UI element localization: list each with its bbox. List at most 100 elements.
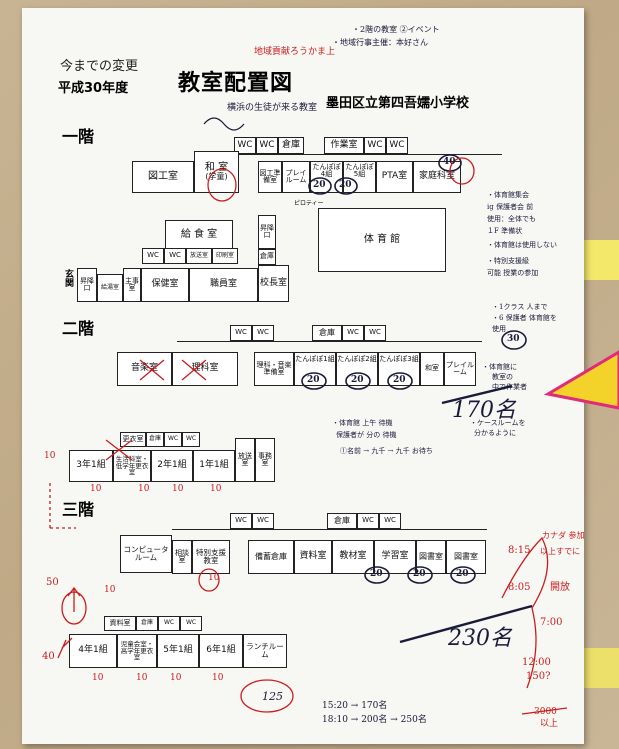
red-right-note: 開放 <box>550 582 570 593</box>
room-kyutou: 給湯室 <box>97 274 123 302</box>
room-wc: WC <box>357 513 379 529</box>
red-right-note: 以上 <box>540 719 559 729</box>
red-mark: 10 <box>44 451 56 461</box>
room-special-support: 特別支援教室 <box>192 540 230 574</box>
circle-20-a <box>308 177 332 195</box>
sticky-note <box>584 240 619 280</box>
top-note-1: ・2階の教室 ②イベント <box>352 25 440 34</box>
room-shoe-area: 昇降口 <box>77 268 97 302</box>
top-note-2: ・地域行事主催：本好さん <box>332 38 428 47</box>
circle-125-label: 125 <box>262 690 283 703</box>
room-kitchen: 給 食 室 <box>165 220 233 250</box>
f2-right-note: 教室の <box>492 373 513 381</box>
f1-side-note: ig 保護者会 前 <box>487 203 534 211</box>
room-lunch: ランチルーム <box>243 634 287 668</box>
red-mark: 10 <box>90 484 102 494</box>
room-broadcast-2f: 放送室 <box>235 438 255 482</box>
room-wc: WC <box>142 248 164 264</box>
room-wc: WC <box>252 513 274 529</box>
room-wc: WC <box>230 325 252 341</box>
red-right-note: 12:00 <box>522 657 551 668</box>
school-year: 平成30年度 <box>58 81 129 96</box>
red-bottom-mark: 10 <box>212 673 224 683</box>
room-wc: WC <box>364 325 386 341</box>
f2-right-note: ・1クラス 人まで <box>492 303 548 311</box>
red-left-mark: 40 <box>42 651 55 662</box>
room-storage: 倉庫 <box>258 249 276 265</box>
room-storage: 倉庫 <box>136 616 158 631</box>
room-4-1: 4年1組 <box>69 634 117 668</box>
floor1-handnote: 横浜の生徒が来る教室 <box>227 103 318 113</box>
red-bottom-mark: 10 <box>170 673 182 683</box>
room-pta: PTA室 <box>376 161 413 193</box>
circle-30 <box>501 330 527 350</box>
room-6-1: 6年1組 <box>199 634 243 668</box>
room-sci-music-prep: 理科・音楽準備室 <box>254 352 294 386</box>
f2-right-note: ・6 保護者 体育館を <box>492 314 557 322</box>
f1-side-note: ・特別支援級 <box>487 257 529 265</box>
room-5-1: 5年1組 <box>157 634 199 668</box>
room-teaching-aids: 教材室 <box>332 540 374 574</box>
cross-music <box>139 359 165 381</box>
floor-plan-sheet: 今までの変更 平成30年度 教室配置図 墨田区立第四吾嬬小学校 ・2階の教室 ②… <box>22 8 585 744</box>
page-title: 教室配置図 <box>178 71 294 96</box>
circle-20-label: 20 <box>351 375 364 385</box>
f1-side-note: 可能 授業の参加 <box>487 269 539 277</box>
room-wc: WC <box>164 248 186 264</box>
room-storage: 倉庫 <box>312 325 342 341</box>
room-japanese-sub: (学童) <box>205 172 228 182</box>
circle-20-c <box>301 372 327 390</box>
red-right-note: 150? <box>526 671 551 682</box>
room-japanese-label: 和 室 <box>204 161 229 173</box>
circle-20-g <box>407 566 433 584</box>
floor1-label: 一階 <box>62 127 95 146</box>
pointer-arrow-icon <box>543 350 619 410</box>
room-storage: 倉庫 <box>327 513 357 529</box>
room-science: 理科室 <box>172 352 238 386</box>
room-library: 図書室 <box>416 540 446 574</box>
floor2-label: 二階 <box>62 319 95 338</box>
room-play: プレイルーム <box>282 161 310 193</box>
circle-125 <box>240 679 294 713</box>
room-materials: 資料室 <box>294 540 332 574</box>
entrance-label: 玄関 <box>63 269 73 287</box>
room-counseling: 相談室 <box>172 540 192 574</box>
sticky-note-2 <box>580 648 619 688</box>
f2-note: 保護者が 分の 待機 <box>336 431 397 439</box>
room-computer: コンピュータルーム <box>120 535 172 573</box>
red-right-note: 7:00 <box>540 617 563 628</box>
f2-note: ・体育館 上午 待機 <box>332 419 393 427</box>
room-print: 印刷室 <box>212 248 238 264</box>
handwritten-top: 今までの変更 <box>60 59 139 74</box>
room-entrance-1f: 昇降口 <box>258 215 276 249</box>
circle-20-h <box>450 566 476 584</box>
room-music: 音楽室 <box>117 352 172 386</box>
stroke-170 <box>441 384 513 405</box>
annotation-layer <box>49 117 568 715</box>
cross-science <box>181 359 207 381</box>
circle-20-label: 20 <box>307 375 320 385</box>
room-workroom: 作業室 <box>324 137 364 154</box>
room-home-ec: 家庭科室 <box>413 161 461 193</box>
red-right-note: 3000 <box>534 707 557 717</box>
room-wc: WC <box>164 432 182 447</box>
circle-20-b <box>334 177 358 195</box>
room-1-1: 1年1組 <box>193 450 235 482</box>
room-nurse: 保健室 <box>141 268 189 302</box>
room-play-2f: プレイルーム <box>444 352 476 386</box>
room-wc: WC <box>182 432 200 447</box>
f1-side-note: 使用：全体でも <box>487 215 536 223</box>
room-wc: WC <box>180 616 202 631</box>
f2-right-note: ・体育館に <box>482 363 517 371</box>
red-left-mark: 50 <box>46 577 59 588</box>
room-storage: 倉庫 <box>146 432 164 447</box>
room-2-1: 2年1組 <box>151 450 193 482</box>
room-staff: 職員室 <box>189 268 258 302</box>
red-right-note: 8:15 <box>508 545 531 556</box>
room-wc: WC <box>158 616 180 631</box>
circle-20-f <box>364 566 390 584</box>
red-left-mark: 10 <box>208 573 220 583</box>
pilotis-label: ピロティー <box>294 200 324 207</box>
circle-30-label: 30 <box>507 334 520 344</box>
circle-20-d <box>345 372 371 390</box>
